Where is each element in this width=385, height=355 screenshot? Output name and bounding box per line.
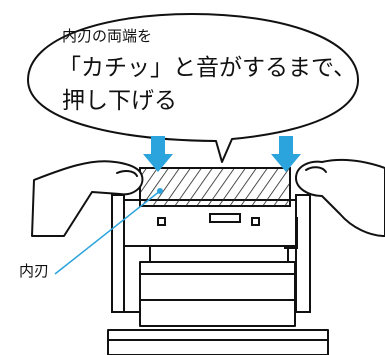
inner-blade-label: 内刃 [19,262,50,280]
down-arrow-icon-right [271,136,301,172]
down-arrow-icon [143,136,173,172]
left-hand-icon [31,160,144,237]
bubble-intro-text: 内刃の両端を [62,27,153,45]
inner-blade [139,167,291,207]
head-frame [123,199,297,247]
bubble-instruction-line-1: 「カチッ」と音がするまで、 [58,55,357,81]
right-hand-icon [295,159,385,237]
speech-bubble [27,13,359,163]
bubble-instruction-line-2: 押し下げる [62,88,177,114]
callout-leader [54,188,163,275]
